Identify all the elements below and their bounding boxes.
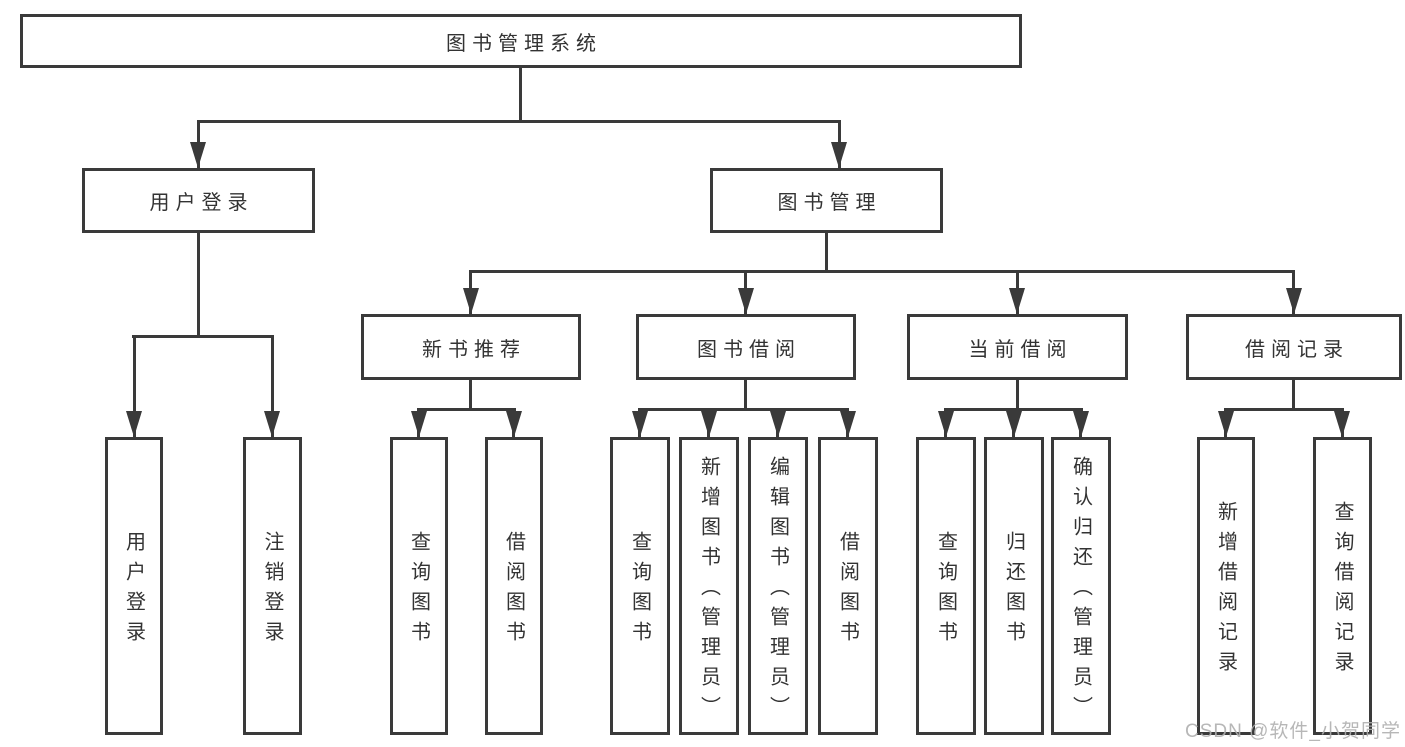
node-new-book-recommend: 新书推荐 xyxy=(361,314,581,380)
leaf-add-borrow-record: 新增借阅记录 xyxy=(1197,437,1255,735)
node-label: 借阅图书 xyxy=(502,531,525,651)
connector-line xyxy=(1292,380,1295,408)
node-label: 新增图书（管理员） xyxy=(697,456,720,726)
leaf-query-borrow-record: 查询借阅记录 xyxy=(1313,437,1372,735)
arrow-down-icon xyxy=(1218,411,1234,437)
leaf-query-books-recommend: 查询图书 xyxy=(390,437,448,735)
arrow-down-icon xyxy=(126,411,142,437)
connector-line xyxy=(825,233,828,270)
arrow-down-icon xyxy=(738,288,754,314)
connector-line xyxy=(638,408,849,411)
connector-line xyxy=(417,408,516,411)
arrow-down-icon xyxy=(1286,288,1302,314)
node-label: 归还图书 xyxy=(1002,531,1025,651)
node-label: 图书管理系统 xyxy=(446,32,602,55)
connector-line xyxy=(519,68,522,120)
node-book-borrowing: 图书借阅 xyxy=(636,314,856,380)
connector-line xyxy=(197,120,841,123)
leaf-logout: 注销登录 xyxy=(243,437,302,735)
node-label: 注销登录 xyxy=(261,531,283,651)
node-borrowing-records: 借阅记录 xyxy=(1186,314,1402,380)
leaf-edit-books-admin: 编辑图书（管理员） xyxy=(748,437,808,735)
node-label: 编辑图书（管理员） xyxy=(766,456,789,726)
leaf-borrow-books-recommend: 借阅图书 xyxy=(485,437,543,735)
node-label: 确认归还（管理员） xyxy=(1069,456,1092,726)
arrow-down-icon xyxy=(1073,411,1089,437)
node-label: 图书管理 xyxy=(777,192,882,214)
leaf-return-books: 归还图书 xyxy=(984,437,1044,735)
leaf-add-books-admin: 新增图书（管理员） xyxy=(679,437,739,735)
arrow-down-icon xyxy=(190,142,206,168)
node-label: 查询图书 xyxy=(407,531,430,651)
connector-line xyxy=(1016,380,1019,408)
arrow-down-icon xyxy=(1009,288,1025,314)
leaf-user-login: 用户登录 xyxy=(105,437,163,735)
node-label: 新增借阅记录 xyxy=(1214,501,1237,681)
node-book-management: 图书管理 xyxy=(710,168,943,233)
connector-line xyxy=(1224,408,1344,411)
leaf-query-books-borrow: 查询图书 xyxy=(610,437,670,735)
connector-line xyxy=(197,233,200,335)
arrow-down-icon xyxy=(1334,411,1350,437)
arrow-down-icon xyxy=(840,411,856,437)
node-label: 查询图书 xyxy=(628,531,651,651)
node-label: 查询图书 xyxy=(934,531,957,651)
arrow-down-icon xyxy=(506,411,522,437)
leaf-confirm-return-admin: 确认归还（管理员） xyxy=(1051,437,1111,735)
arrow-down-icon xyxy=(411,411,427,437)
leaf-query-books-current: 查询图书 xyxy=(916,437,976,735)
connector-line xyxy=(469,270,1295,273)
watermark-text: CSDN @软件_小贺同学 xyxy=(1185,721,1401,742)
arrow-down-icon xyxy=(463,288,479,314)
leaf-borrow-books: 借阅图书 xyxy=(818,437,878,735)
connector-line xyxy=(744,380,747,408)
node-user-login: 用户登录 xyxy=(82,168,315,233)
node-label: 新书推荐 xyxy=(422,338,526,361)
node-label: 图书借阅 xyxy=(697,338,801,361)
node-label: 借阅图书 xyxy=(836,531,859,651)
arrow-down-icon xyxy=(264,411,280,437)
connector-line xyxy=(469,380,472,408)
node-current-borrowing: 当前借阅 xyxy=(907,314,1128,380)
node-label: 当前借阅 xyxy=(968,338,1073,361)
node-label: 查询借阅记录 xyxy=(1331,501,1353,681)
arrow-down-icon xyxy=(632,411,648,437)
arrow-down-icon xyxy=(938,411,954,437)
arrow-down-icon xyxy=(770,411,786,437)
connector-line xyxy=(271,335,274,437)
node-label: 用户登录 xyxy=(122,531,145,651)
connector-line xyxy=(133,335,136,437)
arrow-down-icon xyxy=(1006,411,1022,437)
node-book-management-system: 图书管理系统 xyxy=(20,14,1022,68)
arrow-down-icon xyxy=(831,142,847,168)
connector-line xyxy=(132,335,274,338)
arrow-down-icon xyxy=(701,411,717,437)
node-label: 借阅记录 xyxy=(1245,338,1349,361)
node-label: 用户登录 xyxy=(149,192,254,214)
